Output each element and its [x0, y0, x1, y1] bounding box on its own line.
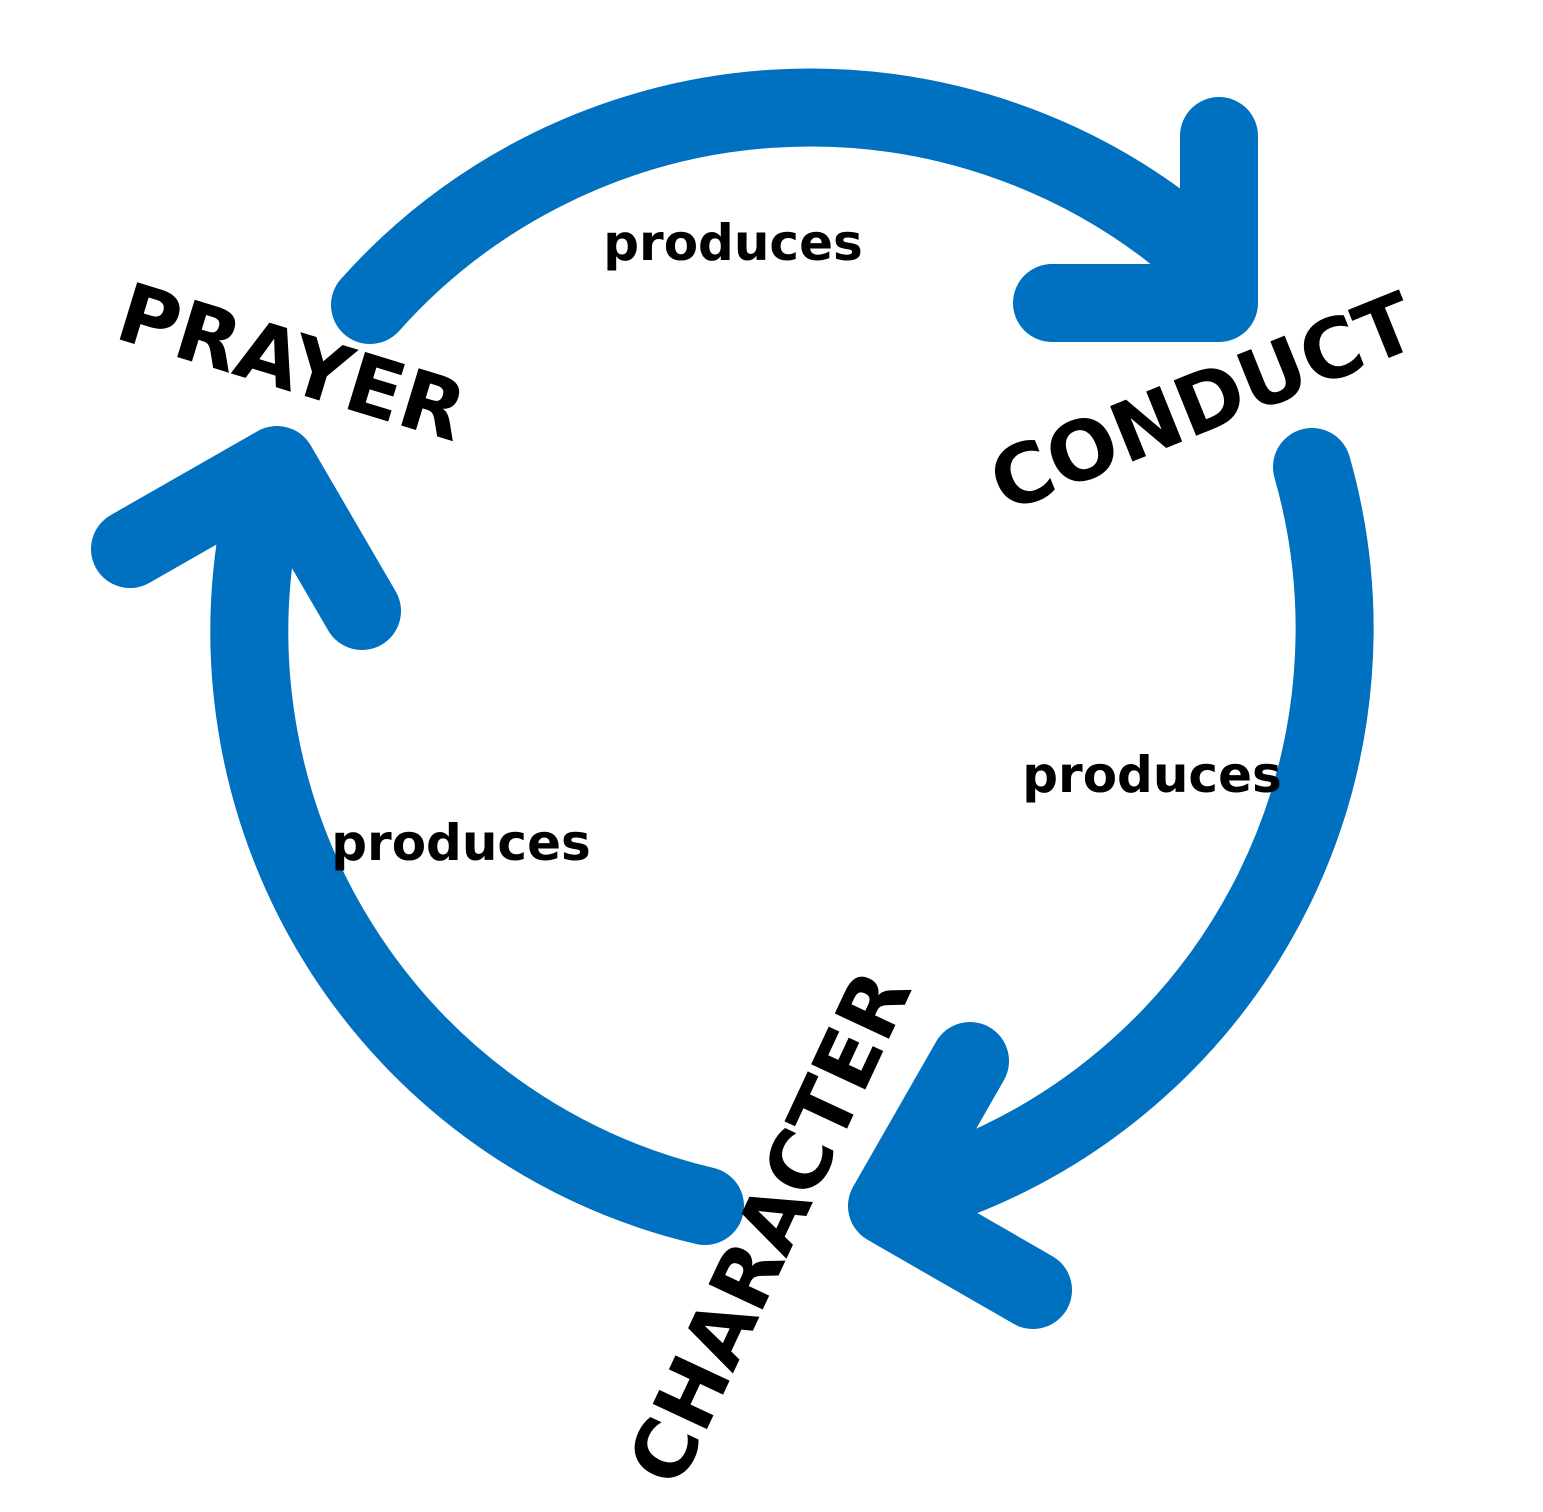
arrow-prayer-to-conduct [331, 68, 1258, 344]
edge-label-character-to-prayer: produces [331, 814, 591, 872]
arrow-conduct-to-character-shaft [921, 428, 1374, 1217]
edge-label-conduct-to-character: produces [1022, 746, 1282, 804]
arrow-conduct-to-character-head [848, 1022, 1072, 1329]
arrow-character-to-prayer-shaft [210, 481, 744, 1245]
arrow-prayer-to-conduct-head [1013, 97, 1258, 342]
arrow-character-to-prayer [91, 426, 744, 1245]
edge-label-prayer-to-conduct: produces [603, 214, 863, 272]
arrow-prayer-to-conduct-shaft [331, 68, 1234, 344]
arrow-conduct-to-character [848, 428, 1374, 1329]
arrow-character-to-prayer-head [91, 426, 401, 650]
